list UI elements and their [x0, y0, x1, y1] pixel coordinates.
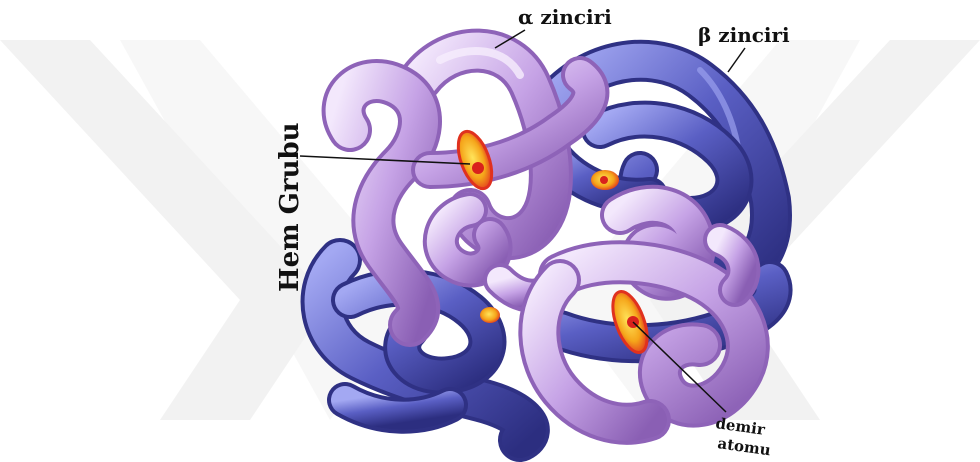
- leader-line-beta: [728, 48, 745, 72]
- iron-atom-upper-left: [472, 162, 484, 174]
- label-alpha-chain: α zinciri: [518, 5, 612, 29]
- label-beta-chain: β zinciri: [698, 23, 790, 47]
- label-iron-atom-line2: atomu: [716, 434, 772, 459]
- heme-group-lower-left: [480, 307, 500, 323]
- label-heme-group: Hem Grubu: [275, 122, 305, 292]
- heme-group-center: [591, 170, 619, 190]
